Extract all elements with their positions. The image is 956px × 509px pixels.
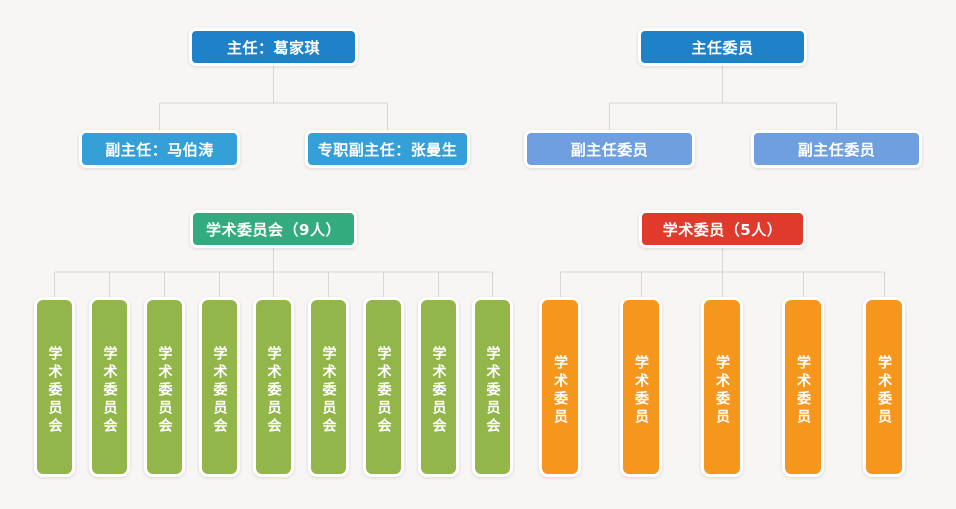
left-member-node-1[interactable]: 学术委员会 — [34, 297, 75, 477]
left-deputy-2-node[interactable]: 专职副主任：张曼生 — [305, 130, 470, 168]
left-member-node-8[interactable]: 学术委员会 — [418, 297, 459, 477]
right-deputy-2-node[interactable]: 副主任委员 — [751, 130, 922, 168]
left-member-node-4[interactable]: 学术委员会 — [199, 297, 240, 477]
left-member-node-2[interactable]: 学术委员会 — [89, 297, 130, 477]
right-member-node-2[interactable]: 学术委员 — [620, 297, 662, 477]
left-deputy-1-node[interactable]: 副主任：马伯涛 — [79, 130, 240, 168]
left-root-node[interactable]: 主任：葛家琪 — [189, 28, 358, 66]
left-member-node-5[interactable]: 学术委员会 — [253, 297, 294, 477]
right-member-node-1[interactable]: 学术委员 — [539, 297, 581, 477]
right-committee-node[interactable]: 学术委员（5人） — [639, 210, 806, 248]
left-member-node-3[interactable]: 学术委员会 — [144, 297, 185, 477]
right-member-node-4[interactable]: 学术委员 — [782, 297, 824, 477]
left-member-node-6[interactable]: 学术委员会 — [308, 297, 349, 477]
right-deputy-1-node[interactable]: 副主任委员 — [524, 130, 695, 168]
left-member-node-7[interactable]: 学术委员会 — [363, 297, 404, 477]
right-member-node-5[interactable]: 学术委员 — [863, 297, 905, 477]
right-member-node-3[interactable]: 学术委员 — [701, 297, 743, 477]
left-committee-node[interactable]: 学术委员会（9人） — [190, 210, 357, 248]
left-member-node-9[interactable]: 学术委员会 — [472, 297, 513, 477]
right-root-node[interactable]: 主任委员 — [638, 28, 807, 66]
